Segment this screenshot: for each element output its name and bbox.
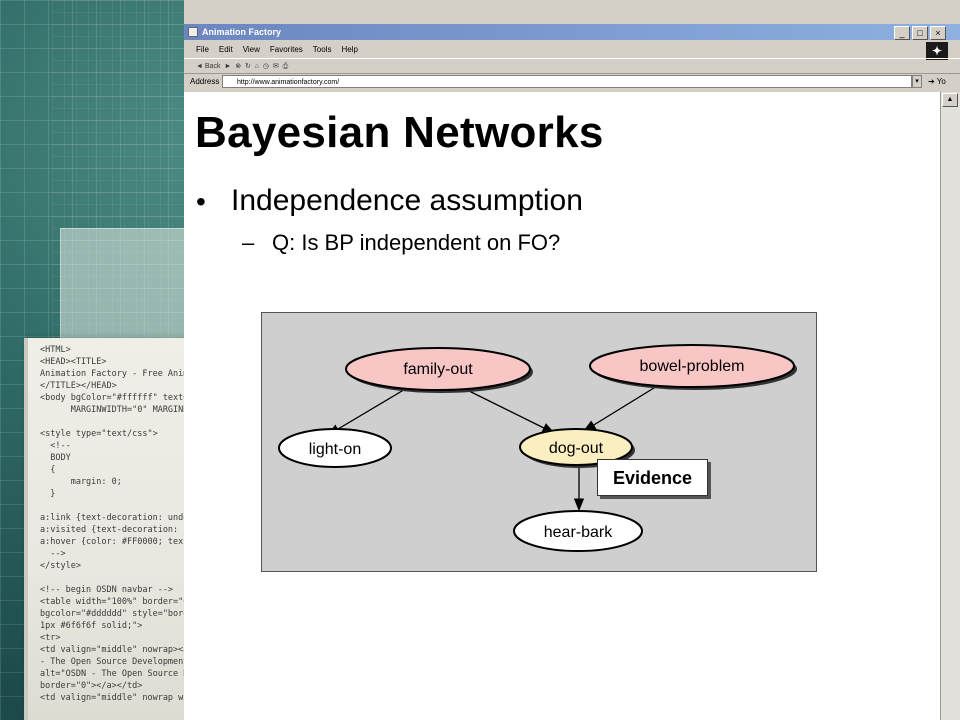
node-hear-bark: hear-bark (513, 510, 643, 552)
code-line (40, 500, 200, 512)
node-bowel-problem: bowel-problem (589, 344, 797, 390)
label-dog-out: dog-out (549, 440, 604, 457)
address-input[interactable]: http://www.animationfactory.com/ (222, 75, 912, 88)
code-line: margin: 0; (40, 477, 122, 487)
code-line: 1px #6f6f6f solid;"> (40, 621, 143, 631)
code-line: <td valign="middle" nowrap><a href="http… (40, 645, 200, 655)
code-line: } (40, 489, 56, 499)
vertical-scrollbar[interactable] (940, 92, 960, 720)
history-icon[interactable]: ◷ (262, 63, 271, 70)
go-button[interactable]: ➔ Yo (928, 75, 946, 89)
toolbar: ◄ Back ► ⊗ ↻ ⌂ ◷ ✉ ⎙ (184, 58, 960, 74)
code-line: a:link {text-decoration: underline} (40, 513, 200, 523)
back-arrow-icon[interactable]: ◄ (196, 63, 203, 70)
menu-edit[interactable]: Edit (218, 45, 233, 54)
edge-family-out-light-on (326, 384, 413, 436)
address-bar: Address (184, 74, 960, 90)
network-graph: family-out bowel-problem light-on dog-ou… (278, 344, 797, 552)
browser-titlebar: Animation Factory (184, 24, 960, 40)
address-label: Address (190, 77, 220, 86)
go-arrow-icon: ➔ (928, 77, 935, 86)
code-line: a:hover {color: #FF0000; text-decoration… (40, 537, 200, 547)
menu-bar: File Edit View Favorites Tools Help (184, 42, 960, 58)
code-line: - The Open Source Development Network"><… (40, 657, 200, 667)
node-dog-out: dog-out (519, 428, 635, 468)
code-line (40, 572, 200, 584)
code-line: </style> (40, 561, 81, 571)
refresh-icon[interactable]: ↻ (244, 63, 253, 70)
go-label: Yo (936, 77, 946, 86)
edge-bowel-problem-dog-out (582, 382, 663, 432)
app-logo-icon (188, 27, 198, 37)
mail-icon[interactable]: ✉ (272, 63, 281, 70)
evidence-label: Evidence (597, 459, 708, 496)
home-icon[interactable]: ⌂ (254, 63, 261, 70)
code-line: bgcolor="#dddddd" style="border-top: 1px… (40, 609, 200, 619)
label-family-out: family-out (403, 361, 473, 378)
code-line: MARGINWIDTH="0" MARGINHEIGHT="0"> (70, 405, 200, 415)
menu-help[interactable]: Help (341, 45, 358, 54)
label-bowel-problem: bowel-problem (640, 358, 745, 375)
bayesian-network-diagram: family-out bowel-problem light-on dog-ou… (261, 312, 817, 572)
bullet-marker: • (196, 186, 206, 217)
edge-family-out-dog-out (456, 384, 556, 434)
code-line: BODY (40, 453, 71, 463)
window-controls: _ □ × (894, 24, 946, 40)
stop-icon[interactable]: ⊗ (235, 63, 243, 70)
sub-bullet-marker: – (242, 230, 255, 255)
code-line: <tr> (40, 633, 61, 643)
label-light-on: light-on (309, 441, 361, 458)
close-button[interactable]: × (930, 26, 946, 40)
background-code-panel: <HTML> <HEAD><TITLE> Animation Factory - F… (24, 338, 200, 720)
code-line: border="0"></a></td> (40, 681, 143, 691)
node-light-on: light-on (278, 428, 392, 468)
back-button[interactable]: Back (204, 63, 221, 70)
bullet-independence: Independence assumption (231, 184, 583, 217)
code-line: <table width="100%" border="0" cellpaddi… (40, 597, 200, 607)
menu-favorites[interactable]: Favorites (269, 45, 303, 54)
print-icon[interactable]: ⎙ (282, 63, 289, 70)
code-line (40, 416, 200, 428)
code-line: </TITLE></HEAD> (40, 381, 117, 391)
slide-title: Bayesian Networks (195, 108, 604, 157)
code-line: <!-- (40, 441, 71, 451)
code-line: --> (40, 549, 66, 559)
window-title: Animation Factory (202, 27, 282, 37)
scroll-up-icon[interactable]: ▲ (942, 93, 958, 107)
code-line: <HEAD><TITLE> (40, 357, 107, 367)
forward-arrow-icon[interactable]: ► (222, 63, 234, 70)
minimize-button[interactable]: _ (894, 26, 910, 40)
code-line: <style type="text/css"> (40, 429, 158, 439)
menu-view[interactable]: View (242, 45, 260, 54)
code-line: <body bgColor="#ffffff" text="#000000" l… (40, 393, 200, 403)
code-line: alt="OSDN - The Open Source Development … (40, 669, 200, 679)
code-line: Animation Factory - Free Animated Gifs a… (40, 369, 200, 379)
maximize-button[interactable]: □ (912, 26, 928, 40)
label-hear-bark: hear-bark (544, 524, 613, 541)
code-line (40, 716, 200, 720)
background-faded-window (60, 228, 202, 340)
code-line: <!-- begin OSDN navbar --> (40, 585, 174, 595)
code-line: { (40, 465, 56, 475)
sub-bullet-question: Q: Is BP independent on FO? (272, 230, 561, 255)
code-line: <td valign="middle" nowrap width="100%" … (40, 693, 200, 703)
menu-file[interactable]: File (196, 45, 209, 54)
code-line: <HTML> (40, 345, 71, 355)
node-family-out: family-out (345, 347, 533, 393)
browser-logo-icon: ✦ (926, 42, 948, 60)
code-line (40, 704, 200, 716)
code-line: a:visited {text-decoration: underline} (40, 525, 200, 535)
address-dropdown-icon[interactable]: ▾ (912, 75, 922, 88)
menu-tools[interactable]: Tools (312, 45, 332, 54)
